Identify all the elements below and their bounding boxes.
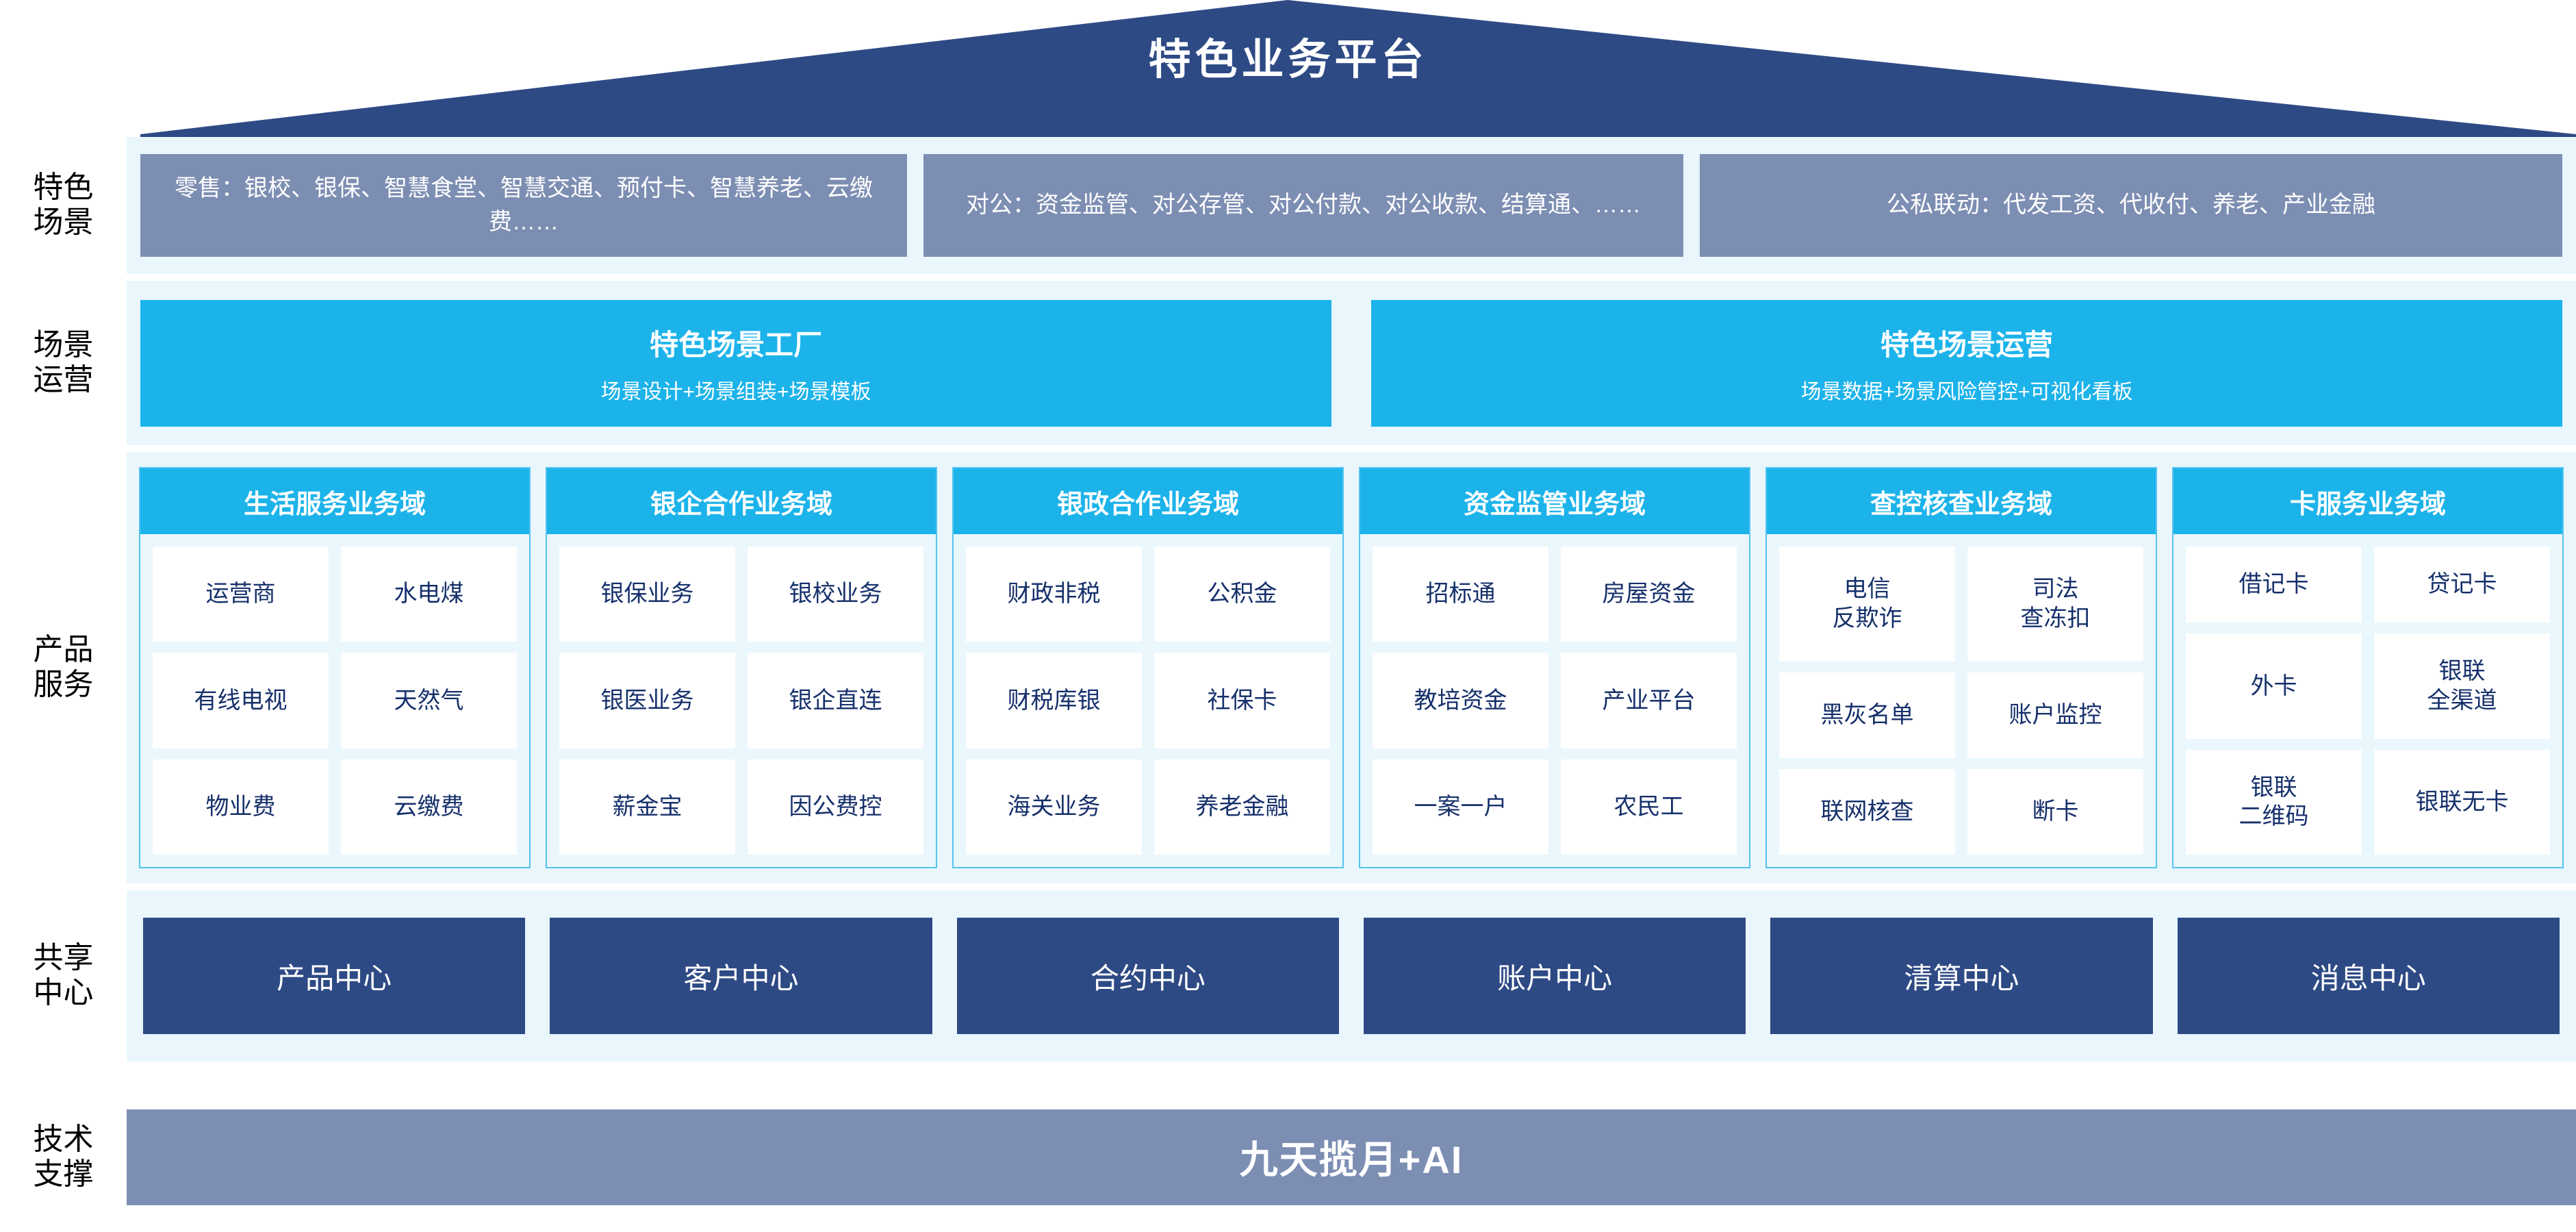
scenario-box-retail[interactable]: 零售：银校、银保、智慧食堂、智慧交通、预付卡、智慧养老、云缴费……: [140, 154, 907, 257]
domain-title: 生活服务业务域: [140, 468, 529, 534]
domain-item[interactable]: 银联 全渠道: [2374, 633, 2550, 739]
domain-column-fund-supervision: 资金监管业务域 招标通 房屋资金 教培资金 产业平台 一案一户 农民工: [1359, 467, 1750, 868]
scene-factory-card[interactable]: 特色场景工厂 场景设计+场景组装+场景模板: [140, 299, 1331, 427]
domain-item[interactable]: 银保业务: [559, 546, 735, 642]
shared-center-row-body: 产品中心 客户中心 合约中心 账户中心 清算中心 消息中心: [127, 890, 2576, 1061]
scenario-row-body: 零售：银校、银保、智慧食堂、智慧交通、预付卡、智慧养老、云缴费…… 对公：资金监…: [127, 137, 2576, 274]
scene-operation-row-label: 场景 运营: [33, 328, 94, 397]
domain-item-grid: 招标通 房屋资金 教培资金 产业平台 一案一户 农民工: [1360, 534, 1749, 867]
domain-column-investigation: 查控核查业务域 电信 反欺诈 司法 查冻扣 黑灰名单 账户监控 联网核查 断卡: [1765, 467, 2157, 868]
scene-operation-row: 场景 运营 特色场景工厂 场景设计+场景组装+场景模板 特色场景运营 场景数据+…: [0, 281, 2576, 445]
domain-item[interactable]: 财税库银: [966, 653, 1142, 749]
domain-item[interactable]: 银联无卡: [2374, 749, 2550, 855]
scene-factory-subtitle: 场景设计+场景组装+场景模板: [600, 380, 871, 403]
scene-factory-title: 特色场景工厂: [649, 328, 822, 361]
scenario-box-public-private[interactable]: 公私联动：代发工资、代收付、养老、产业金融: [1700, 154, 2562, 257]
domain-item[interactable]: 运营商: [153, 546, 329, 642]
domain-item[interactable]: 银联 二维码: [2186, 749, 2362, 855]
domain-item[interactable]: 房屋资金: [1561, 546, 1737, 642]
scene-operation-row-body: 特色场景工厂 场景设计+场景组装+场景模板 特色场景运营 场景数据+场景风险管控…: [127, 281, 2576, 445]
domain-item[interactable]: 外卡: [2186, 633, 2362, 739]
scenario-row: 特色 场景 零售：银校、银保、智慧食堂、智慧交通、预付卡、智慧养老、云缴费…… …: [0, 137, 2576, 274]
platform-header-banner: 特色业务平台: [0, 0, 2576, 137]
domain-item[interactable]: 联网核查: [1779, 768, 1955, 855]
domain-item[interactable]: 农民工: [1561, 759, 1737, 855]
shared-center-message[interactable]: 消息中心: [2177, 918, 2560, 1034]
product-service-row: 产品 服务 生活服务业务域 运营商 水电煤 有线电视 天然气 物业费 云缴费 银…: [0, 452, 2576, 883]
domain-item[interactable]: 财政非税: [966, 546, 1142, 642]
domain-item[interactable]: 断卡: [1967, 768, 2143, 855]
domain-item[interactable]: 教培资金: [1373, 653, 1548, 749]
domain-item[interactable]: 水电煤: [341, 546, 517, 642]
scenario-box-corporate[interactable]: 对公：资金监管、对公存管、对公付款、对公收款、结算通、……: [923, 154, 1683, 257]
shared-center-contract[interactable]: 合约中心: [956, 918, 1339, 1034]
scene-operations-card[interactable]: 特色场景运营 场景数据+场景风险管控+可视化看板: [1371, 299, 2562, 427]
product-service-row-label: 产品 服务: [33, 633, 94, 701]
domain-item[interactable]: 云缴费: [341, 759, 517, 855]
domain-item-grid: 银保业务 银校业务 银医业务 银企直连 薪金宝 因公费控: [547, 534, 936, 867]
domain-item[interactable]: 物业费: [153, 759, 329, 855]
domain-item[interactable]: 银医业务: [559, 653, 735, 749]
domain-item[interactable]: 电信 反欺诈: [1779, 546, 1955, 662]
domain-item[interactable]: 公积金: [1154, 546, 1330, 642]
shared-center-product[interactable]: 产品中心: [143, 918, 526, 1034]
page-title: 特色业务平台: [1148, 36, 1428, 84]
tech-support-row-body: 九天揽月+AI: [127, 1082, 2576, 1232]
domain-title: 银企合作业务域: [547, 468, 936, 534]
shared-center-row: 共享 中心 产品中心 客户中心 合约中心 账户中心 清算中心 消息中心: [0, 890, 2576, 1061]
domain-item-grid: 电信 反欺诈 司法 查冻扣 黑灰名单 账户监控 联网核查 断卡: [1767, 534, 2156, 867]
domain-item[interactable]: 一案一户: [1373, 759, 1548, 855]
domain-item[interactable]: 有线电视: [153, 653, 329, 749]
domain-item[interactable]: 天然气: [341, 653, 517, 749]
domain-column-bank-enterprise: 银企合作业务域 银保业务 银校业务 银医业务 银企直连 薪金宝 因公费控: [546, 467, 937, 868]
scene-operations-title: 特色场景运营: [1880, 328, 2053, 361]
domain-title: 查控核查业务域: [1767, 468, 2156, 534]
domain-item[interactable]: 养老金融: [1154, 759, 1330, 855]
domain-item[interactable]: 黑灰名单: [1779, 672, 1955, 758]
scene-operations-subtitle: 场景数据+场景风险管控+可视化看板: [1800, 380, 2133, 403]
domain-item[interactable]: 银校业务: [748, 546, 923, 642]
roof-shape-icon: [140, 0, 2576, 137]
domain-item[interactable]: 银企直连: [748, 653, 923, 749]
domain-item[interactable]: 海关业务: [966, 759, 1142, 855]
tech-support-bar[interactable]: 九天揽月+AI: [127, 1109, 2576, 1205]
domain-title: 卡服务业务域: [2173, 468, 2562, 534]
shared-center-account[interactable]: 账户中心: [1363, 918, 1746, 1034]
domain-column-bank-government: 银政合作业务域 财政非税 公积金 财税库银 社保卡 海关业务 养老金融: [952, 467, 1344, 868]
tech-support-row: 技术 支撑 九天揽月+AI: [0, 1082, 2576, 1232]
domain-item[interactable]: 账户监控: [1967, 672, 2143, 758]
domain-item-grid: 运营商 水电煤 有线电视 天然气 物业费 云缴费: [140, 534, 529, 867]
domain-item-grid: 财政非税 公积金 财税库银 社保卡 海关业务 养老金融: [954, 534, 1342, 867]
shared-center-row-label: 共享 中心: [33, 941, 94, 1009]
domain-item[interactable]: 司法 查冻扣: [1967, 546, 2143, 662]
scenario-row-label: 特色 场景: [33, 171, 94, 239]
domain-column-life-service: 生活服务业务域 运营商 水电煤 有线电视 天然气 物业费 云缴费: [139, 467, 531, 868]
domain-title: 资金监管业务域: [1360, 468, 1749, 534]
domain-item[interactable]: 招标通: [1373, 546, 1548, 642]
domain-item[interactable]: 因公费控: [748, 759, 923, 855]
domain-item[interactable]: 贷记卡: [2374, 546, 2550, 623]
tech-support-row-label: 技术 支撑: [33, 1122, 94, 1191]
domain-item-grid: 借记卡 贷记卡 外卡 银联 全渠道 银联 二维码 银联无卡: [2173, 534, 2562, 867]
domain-item[interactable]: 借记卡: [2186, 546, 2362, 623]
shared-center-settlement[interactable]: 清算中心: [1770, 918, 2153, 1034]
product-service-row-body: 生活服务业务域 运营商 水电煤 有线电视 天然气 物业费 云缴费 银企合作业务域…: [127, 452, 2576, 883]
domain-item[interactable]: 薪金宝: [559, 759, 735, 855]
domain-item[interactable]: 社保卡: [1154, 653, 1330, 749]
domain-title: 银政合作业务域: [954, 468, 1342, 534]
shared-center-customer[interactable]: 客户中心: [550, 918, 932, 1034]
domain-column-card-service: 卡服务业务域 借记卡 贷记卡 外卡 银联 全渠道 银联 二维码 银联无卡: [2172, 467, 2564, 868]
domain-item[interactable]: 产业平台: [1561, 653, 1737, 749]
